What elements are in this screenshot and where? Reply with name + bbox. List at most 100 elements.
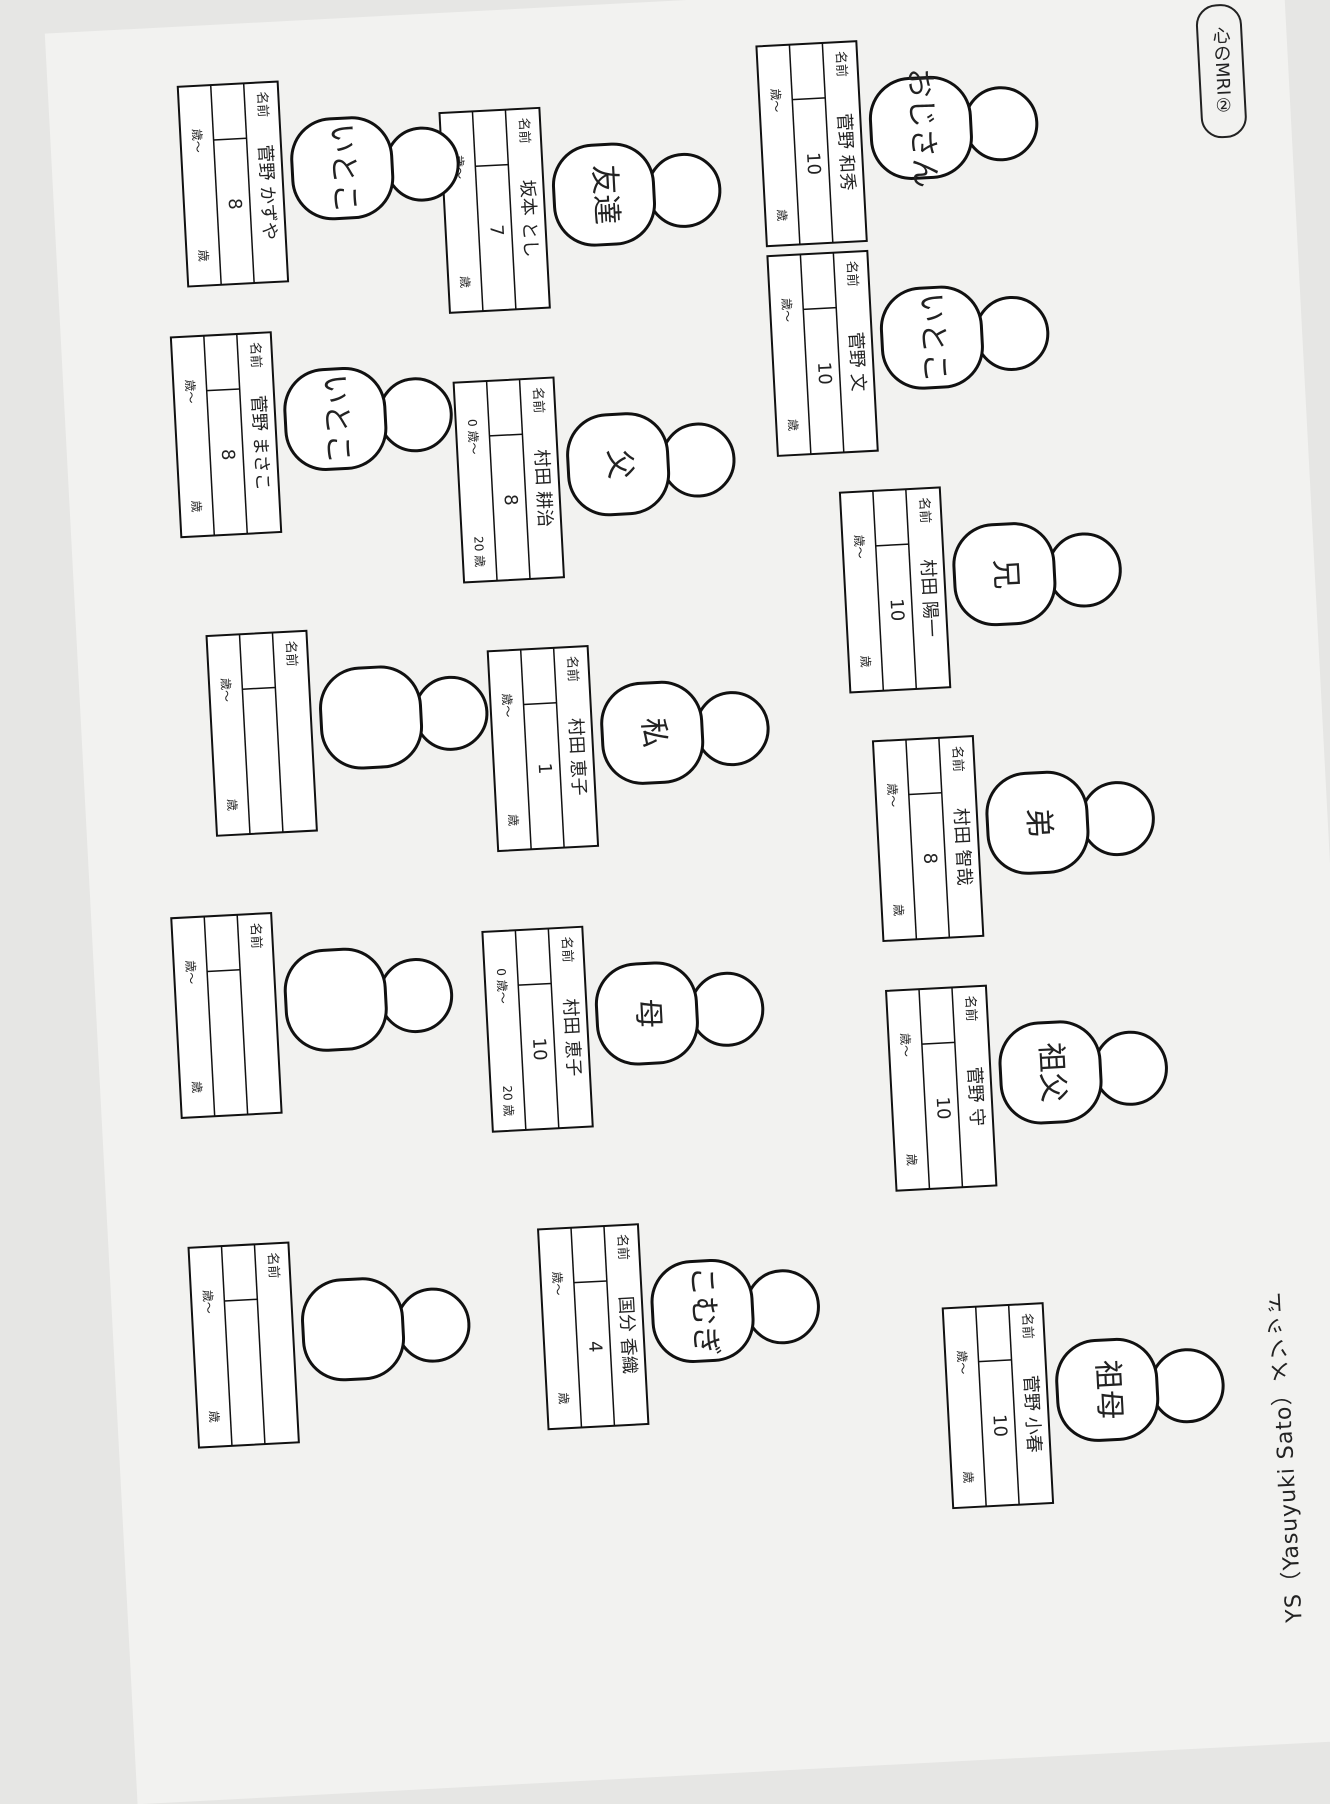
figure-label: いとこ [913,292,953,384]
age-to-label: 歳 [189,1081,204,1094]
person-name: 菅野 かずや [254,144,280,241]
closeness-value: 10 [802,152,824,176]
figure-body [600,680,705,785]
info-card [755,40,868,248]
info-card [941,1302,1055,1510]
age-from-label: 歳〜 [499,693,514,718]
age-from-label: 0 歳〜 [465,419,481,455]
figure-head [694,691,770,767]
figure-head [744,1269,820,1345]
closeness-value: 8 [919,852,941,865]
age-to-label: 歳 [225,799,240,812]
age-from-label: 歳〜 [218,678,233,703]
figure-label: 父 [601,448,638,480]
age-to-label: 歳 [207,1410,222,1423]
figure-body [868,75,973,180]
person-name: 村田 智哉 [950,807,975,886]
closeness-value: 10 [932,1096,954,1120]
figure-body [998,1020,1103,1125]
figure-head [963,86,1039,162]
person-name: 菅野 文 [845,331,869,392]
person-empty-3: 名前歳〜歳 [187,1241,471,1449]
name-label: 名前 [949,745,966,772]
figure-label: こむぎ [684,1265,724,1357]
age-to-label: 歳 [196,249,211,262]
info-card [766,249,879,457]
person-name: 菅野 和秀 [833,113,858,192]
name-label: 名前 [564,656,581,683]
age-to-label: 歳 [775,209,790,222]
age-to-label: 歳 [189,500,204,513]
figure-label: 兄 [987,558,1024,590]
age-to-label: 歳 [904,1153,919,1166]
closeness-value: 10 [528,1037,550,1061]
figure-label: いとこ [317,373,357,465]
age-from-label: 歳〜 [779,298,794,323]
figure-body [1055,1337,1160,1442]
info-card [169,331,283,539]
age-from-label: 歳〜 [768,88,783,113]
age-from-label: 歳〜 [200,1289,215,1314]
figure-label: いとこ [323,122,363,214]
person-name: 国分 香織 [615,1296,640,1375]
age-from-label: 歳〜 [885,783,900,808]
figure-head [395,1287,471,1363]
age-from-label: 歳〜 [954,1350,969,1375]
closeness-value: 10 [813,361,835,385]
age-to-label: 歳 [556,1392,571,1405]
closeness-value: 8 [500,494,522,507]
person-name: 村田 恵子 [559,998,584,1077]
age-from-label: 歳〜 [183,379,198,404]
figure-head [378,958,454,1034]
figure-body [952,522,1057,627]
info-card [884,984,998,1192]
age-from-label: 歳〜 [852,534,867,559]
figure-head [413,675,489,751]
name-label: 名前 [247,922,264,949]
age-to-label: 歳 [961,1471,976,1484]
age-from-label: 0 歳〜 [494,968,510,1004]
figure-body [650,1258,755,1363]
closeness-value: 8 [224,198,246,211]
info-card [481,925,594,1133]
age-to-label: 20 歳 [471,536,487,568]
person-name: 村田 恵子 [564,717,589,796]
age-from-label: 歳〜 [183,960,198,985]
figure-head [1046,532,1122,608]
name-label: 名前 [832,51,849,78]
figure-head [1092,1030,1168,1106]
figure-label: 祖父 [1032,1042,1070,1104]
info-card [170,911,283,1120]
figure-label: 私 [635,717,672,749]
person-empty-1: 名前歳〜歳 [205,629,489,837]
figure-body [551,142,656,247]
figure-body [283,947,388,1052]
figure-head [1149,1348,1225,1424]
name-label: 名前 [843,260,860,287]
name-label: 名前 [264,1252,281,1279]
name-label: 名前 [515,117,532,144]
info-card [438,106,551,314]
person-name: 坂本 とし [516,179,541,258]
figure-head [377,377,453,453]
closeness-value: 10 [988,1414,1010,1438]
figure-head [660,422,736,498]
name-label: 名前 [916,497,933,524]
closeness-value: 8 [217,448,239,461]
name-label: 名前 [247,342,264,369]
age-to-label: 歳 [458,276,473,289]
age-to-label: 歳 [858,655,873,668]
figure-body [301,1277,406,1382]
name-label: 名前 [254,91,271,118]
age-to-label: 歳 [785,419,800,432]
